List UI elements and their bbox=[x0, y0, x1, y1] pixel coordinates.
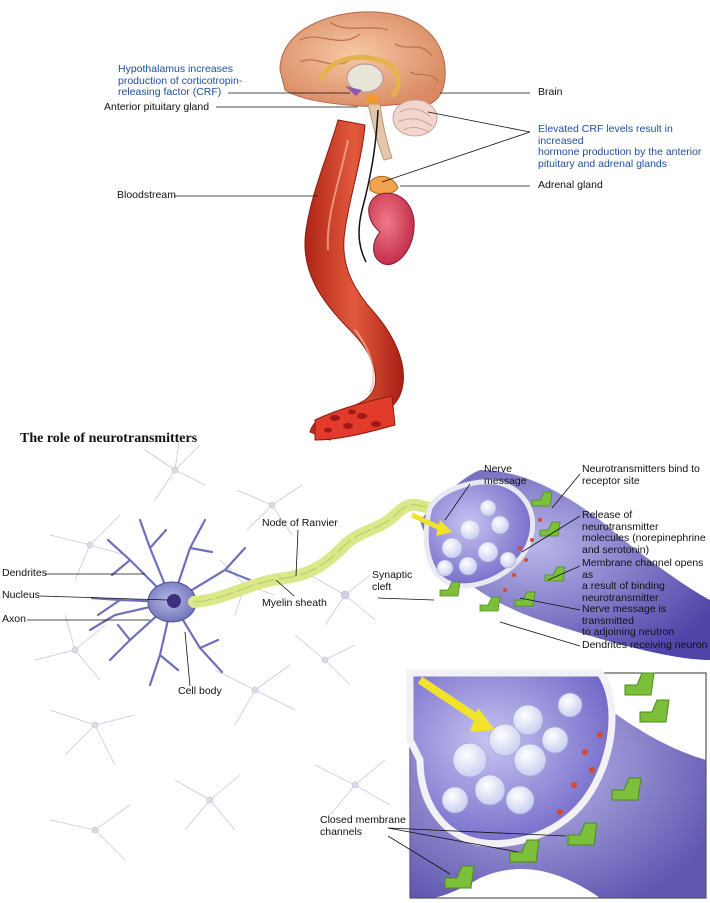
bloodstream-artery bbox=[304, 119, 404, 441]
message-transmitted-label: Nerve message is transmitted to adjoinin… bbox=[582, 603, 675, 638]
synaptic-cleft-label: Synaptic cleft bbox=[372, 569, 413, 593]
axon-label: Axon bbox=[2, 613, 26, 625]
inset-box bbox=[406, 669, 707, 899]
release-label: Release of neurotransmitter molecules (n… bbox=[582, 509, 706, 556]
neuro-leader-lines bbox=[27, 473, 581, 875]
synapse-overview bbox=[410, 470, 710, 660]
bloodstream-label: Bloodstream bbox=[117, 189, 176, 201]
main-neuron bbox=[88, 498, 436, 687]
elevated-crf-label: Elevated CRF levels result in increased … bbox=[538, 123, 702, 170]
section-title: The role of neurotransmitters bbox=[20, 431, 198, 446]
inset-message-arrow bbox=[417, 676, 483, 724]
nerve-message-arrow bbox=[410, 512, 442, 531]
hypothalamus-label: Hypothalamus increases production of cor… bbox=[118, 63, 243, 98]
cell-body-label: Cell body bbox=[178, 685, 222, 697]
brain-label: Brain bbox=[538, 86, 563, 98]
anterior-pituitary-label: Anterior pituitary gland bbox=[104, 101, 210, 113]
myelin-sheath-label: Myelin sheath bbox=[262, 597, 327, 609]
background-neurons bbox=[34, 434, 391, 861]
adrenal-kidney bbox=[368, 175, 415, 265]
bind-receptor-label: Neurotransmitters bind to receptor site bbox=[582, 463, 700, 487]
nucleus-label: Nucleus bbox=[2, 589, 40, 601]
dendrites-label: Dendrites bbox=[2, 567, 47, 579]
adrenal-gland-label: Adrenal gland bbox=[538, 179, 603, 191]
channel-opens-label: Membrane channel opens as a result of bi… bbox=[582, 557, 704, 604]
closed-channels-label: Closed membrane channels bbox=[320, 814, 406, 838]
dendrites-receiving-label: Dendrites receiving neuron bbox=[582, 639, 708, 651]
endocrine-leader-lines bbox=[174, 92, 531, 197]
nerve-pathway bbox=[358, 109, 379, 263]
node-of-ranvier-label: Node of Ranvier bbox=[262, 517, 338, 529]
brain-illustration bbox=[279, 11, 446, 161]
nerve-message-label: Nerve message bbox=[484, 463, 527, 487]
